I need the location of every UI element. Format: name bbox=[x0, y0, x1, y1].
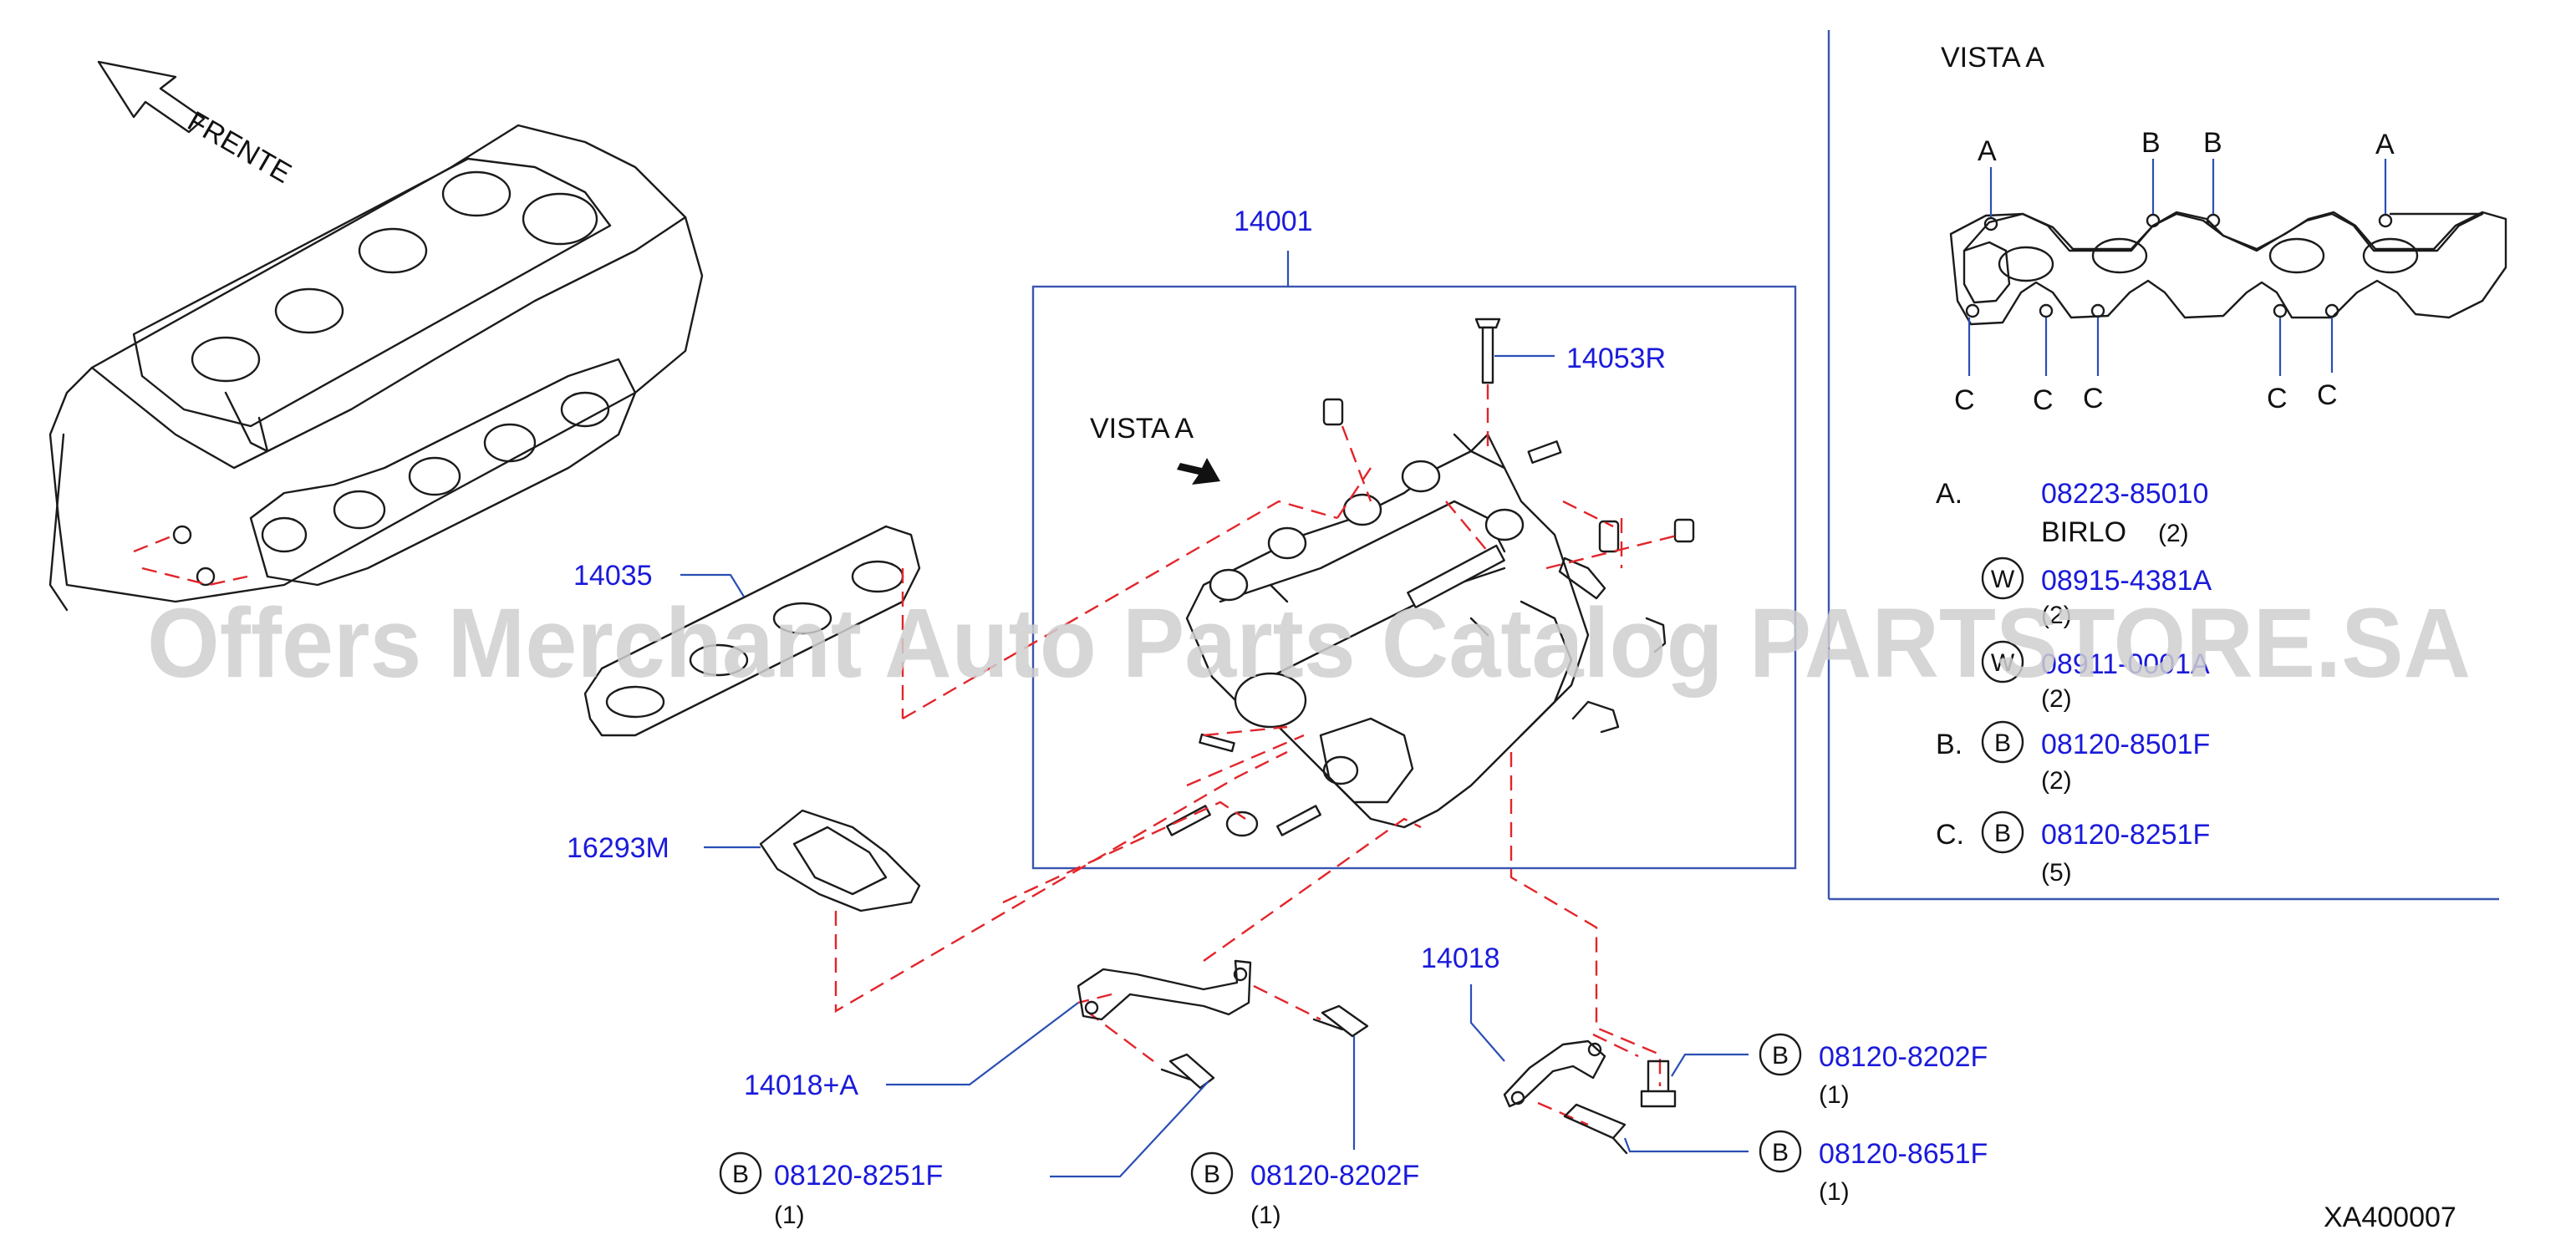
view-a-label: VISTA A bbox=[1090, 413, 1194, 445]
throttle-body-gasket bbox=[759, 809, 921, 912]
diagram-code: XA400007 bbox=[2324, 1202, 2456, 1233]
bolt-marker-letter: B bbox=[1772, 1042, 1789, 1070]
legend-part-number[interactable]: 08120-8251F bbox=[2041, 819, 2210, 851]
legend-part-number[interactable]: 08120-8501F bbox=[2041, 729, 2210, 760]
view-a-arrow bbox=[1177, 458, 1220, 485]
part-number-14035[interactable]: 14035 bbox=[573, 560, 653, 592]
legend-quantity: (2) bbox=[2041, 602, 2072, 629]
vista-a-title: VISTA A bbox=[1941, 42, 2044, 74]
bolt-part-number[interactable]: 08120-8202F bbox=[1819, 1041, 1988, 1073]
bolt-marker-circle bbox=[1759, 1130, 1802, 1173]
legend-marker-circle bbox=[1981, 811, 2024, 854]
bracket-14018a bbox=[1077, 959, 1369, 1090]
legend-quantity: (2) bbox=[2041, 767, 2072, 795]
front-direction-arrow: FRENTE bbox=[97, 60, 297, 190]
vista-a-point-label: C bbox=[2317, 379, 2338, 411]
vista-a-point-label: B bbox=[2203, 127, 2222, 159]
intake-manifold-drawing bbox=[1185, 433, 1590, 829]
legend-key: C. bbox=[1936, 819, 1964, 851]
legend-quantity: (2) bbox=[2041, 685, 2072, 713]
main-assembly-frame bbox=[1031, 285, 1797, 870]
legend-description: BIRLO bbox=[2041, 516, 2126, 548]
bolt-part-number[interactable]: 08120-8651F bbox=[1819, 1138, 1988, 1170]
manifold-hardware bbox=[1166, 318, 1695, 837]
bolt-quantity: (1) bbox=[774, 1202, 805, 1229]
front-direction-label: FRENTE bbox=[182, 105, 297, 190]
vista-a-point-label: B bbox=[2141, 127, 2161, 159]
bolt-callout-3: B 08120-8202F (1) bbox=[1759, 1033, 1988, 1109]
bolt-marker-circle bbox=[1190, 1151, 1234, 1195]
legend-key: B. bbox=[1936, 729, 1963, 760]
vista-a-legend-c: C. B 08120-8251F (5) bbox=[1936, 811, 2210, 887]
assembly-dashed-lines bbox=[834, 384, 1681, 1126]
legend-part-number[interactable]: 08915-4381A bbox=[2041, 565, 2212, 597]
vista-a-separator bbox=[1827, 30, 2499, 901]
bolt-callout-1: B 08120-8251F (1) bbox=[719, 1151, 943, 1229]
bolt-callout-4: B 08120-8651F (1) bbox=[1759, 1130, 1988, 1206]
bolt-marker-letter: B bbox=[1772, 1139, 1789, 1166]
bolt-marker-letter: B bbox=[1204, 1161, 1220, 1188]
legend-quantity: (2) bbox=[2158, 520, 2189, 547]
bolt-marker-letter: B bbox=[732, 1161, 749, 1188]
legend-marker-letter: W bbox=[1991, 649, 2015, 677]
cylinder-head-drawing bbox=[48, 124, 704, 612]
watermark-text: Offers Merchant Auto Parts Catalog PARTS… bbox=[147, 588, 2471, 699]
legend-marker-letter: B bbox=[1994, 820, 2011, 847]
legend-part-number[interactable]: 08911-0001A bbox=[2041, 648, 2210, 680]
legend-part-number[interactable]: 08223-85010 bbox=[2041, 478, 2208, 510]
bracket-14018 bbox=[1503, 1039, 1677, 1155]
vista-a-point-label: C bbox=[1954, 384, 1975, 416]
bolt-quantity: (1) bbox=[1819, 1178, 1850, 1206]
vista-a-legend-b: B. B 08120-8501F (2) bbox=[1936, 720, 2210, 795]
part-number-14053R[interactable]: 14053R bbox=[1566, 343, 1666, 374]
bolt-callout-2: B 08120-8202F (1) bbox=[1190, 1151, 1419, 1229]
leader-lines bbox=[680, 354, 1749, 1178]
vista-a-point-label: A bbox=[1978, 135, 1997, 167]
legend-marker-circle bbox=[1981, 720, 2024, 764]
bolt-part-number[interactable]: 08120-8202F bbox=[1250, 1160, 1419, 1192]
legend-marker-letter: W bbox=[1991, 566, 2015, 593]
part-number-16293M[interactable]: 16293M bbox=[567, 832, 669, 864]
vista-a-point-label: A bbox=[2375, 129, 2395, 160]
vista-a-gasket bbox=[1949, 159, 2507, 376]
intake-manifold-gasket bbox=[583, 525, 921, 737]
bolt-quantity: (1) bbox=[1819, 1081, 1850, 1109]
legend-key: A. bbox=[1936, 478, 1963, 510]
bolt-quantity: (1) bbox=[1250, 1202, 1281, 1229]
legend-marker-circle bbox=[1981, 556, 2024, 600]
vista-a-point-label: C bbox=[2083, 383, 2104, 414]
part-number-14018[interactable]: 14018 bbox=[1421, 943, 1500, 974]
vista-a-legend-a: A. 08223-85010 BIRLO (2) bbox=[1936, 478, 2208, 548]
vista-a-point-label: C bbox=[2267, 383, 2288, 414]
part-number-14001[interactable]: 14001 bbox=[1234, 206, 1313, 237]
vista-a-legend-w2: W 08911-0001A (2) bbox=[1981, 640, 2210, 713]
legend-marker-letter: B bbox=[1994, 729, 2011, 757]
bolt-marker-circle bbox=[1759, 1033, 1802, 1076]
legend-marker-circle bbox=[1981, 640, 2024, 684]
part-number-14018a[interactable]: 14018+A bbox=[744, 1070, 858, 1101]
vista-a-legend-w1: W 08915-4381A (2) bbox=[1981, 556, 2212, 629]
vista-a-point-label: C bbox=[2033, 384, 2054, 416]
legend-quantity: (5) bbox=[2041, 859, 2072, 887]
bolt-part-number[interactable]: 08120-8251F bbox=[774, 1160, 943, 1192]
bolt-marker-circle bbox=[719, 1151, 762, 1195]
